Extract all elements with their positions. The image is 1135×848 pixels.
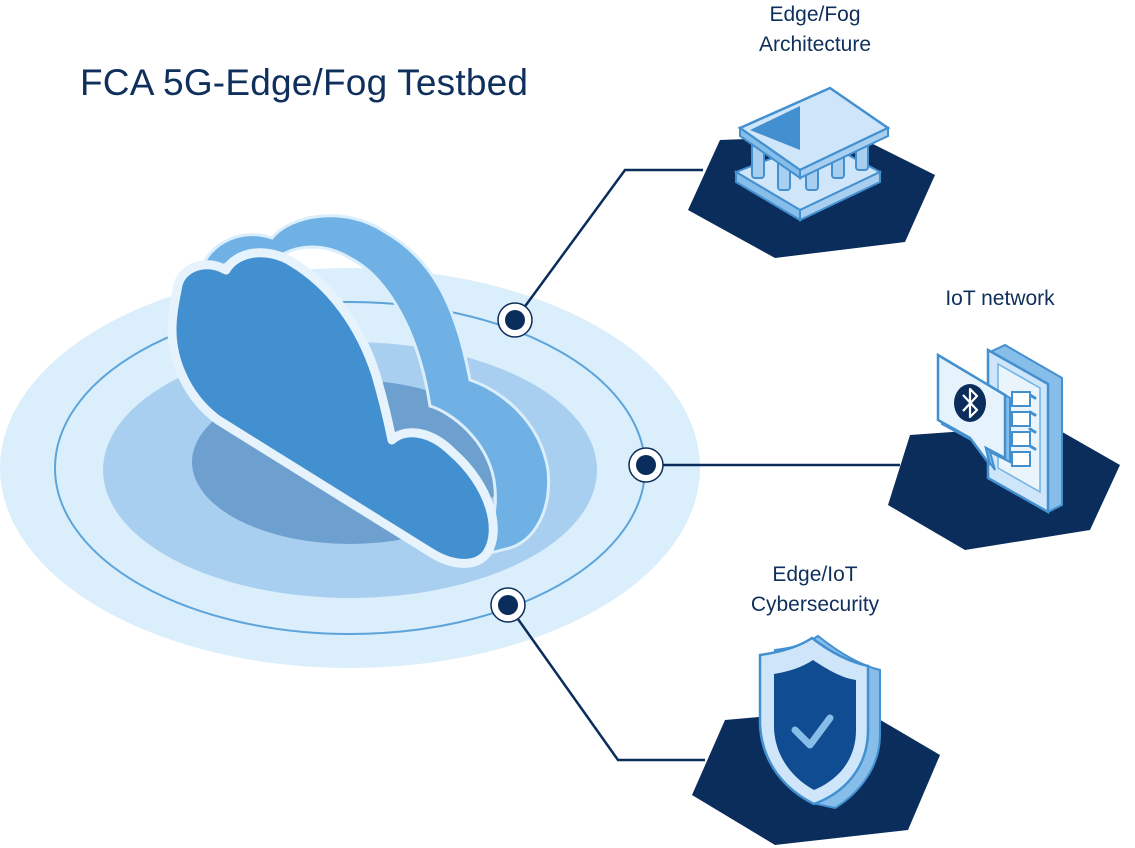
connector-node-iot xyxy=(628,447,664,483)
node-cybersecurity xyxy=(692,634,940,845)
label-cybersecurity: Edge/IoT Cybersecurity xyxy=(690,560,940,620)
check-mark xyxy=(791,714,834,749)
connector-cybersecurity xyxy=(506,604,705,762)
label-cybersecurity-line-2: Cybersecurity xyxy=(750,593,880,616)
label-iot-line-1: IoT network xyxy=(945,287,1055,310)
label-iot: IoT network xyxy=(900,284,1100,314)
cloud-icon xyxy=(167,214,551,568)
diagram-title: FCA 5G-Edge/Fog Testbed xyxy=(80,62,529,103)
connector-node-architecture xyxy=(497,302,533,338)
label-architecture-line-1: Edge/Fog xyxy=(769,3,861,26)
connector-architecture xyxy=(513,168,703,321)
cloud-side xyxy=(198,214,551,562)
node-iot xyxy=(888,343,1120,550)
connectors xyxy=(506,168,900,762)
bluetooth-symbol xyxy=(962,387,979,419)
shield-check-icon xyxy=(758,634,881,810)
cloud-front xyxy=(167,248,498,568)
bank-building-icon xyxy=(733,86,891,222)
label-architecture-line-2: Architecture xyxy=(758,33,872,56)
node-architecture xyxy=(688,86,935,258)
label-architecture: Edge/Fog Architecture xyxy=(700,0,930,60)
bluetooth-phone-icon xyxy=(936,343,1063,515)
connector-node-cybersecurity xyxy=(490,587,526,623)
label-cybersecurity-line-1: Edge/IoT xyxy=(772,563,858,586)
